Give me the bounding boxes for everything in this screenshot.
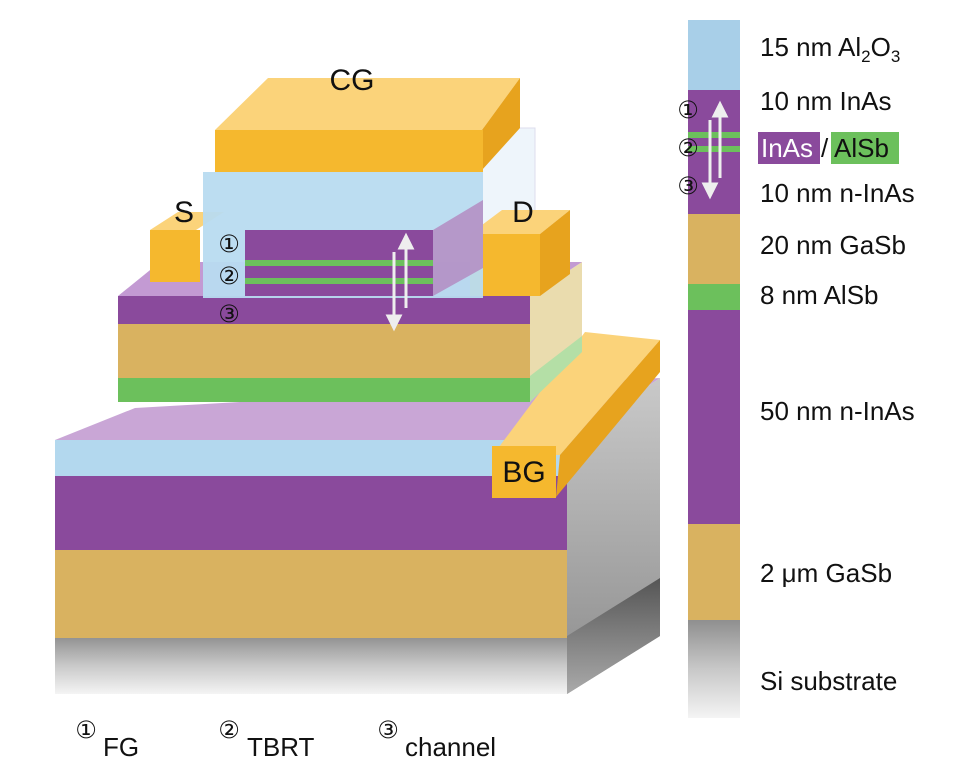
legend-text-fg: FG <box>103 732 139 762</box>
bottom-legend: ① FG ② TBRT ③ channel <box>75 716 496 762</box>
tunnel-arrows <box>385 232 415 332</box>
inas-stripe-1 <box>245 266 433 278</box>
legend-num-channel: ③ <box>377 716 399 744</box>
stack-si <box>688 620 740 718</box>
bg-top <box>493 332 660 455</box>
cg-top <box>215 78 520 130</box>
stack-gasb-2um <box>688 524 740 620</box>
stack-marker-3: ③ <box>677 172 699 200</box>
stack-gasb-20nm <box>688 214 740 284</box>
label-inas-10nm: 10 nm InAs <box>760 86 892 116</box>
label-gasb-2um: 2 μm GaSb <box>760 558 892 588</box>
label-gasb-20nm: 20 nm GaSb <box>760 230 906 260</box>
inas-10nm-front <box>118 296 530 324</box>
si-substrate-front <box>55 636 567 694</box>
legend-num-tbrt: ② <box>218 716 240 744</box>
label-inas-text: InAs <box>761 133 813 163</box>
stack-inas-mid <box>688 138 740 146</box>
alsb-stripe-1 <box>245 260 433 266</box>
legend-text-channel: channel <box>405 732 496 762</box>
substrate-block <box>55 378 660 694</box>
label-alsb-8nm: 8 nm AlSb <box>760 280 879 310</box>
label-sep: / <box>821 133 829 163</box>
mesa-side-green <box>530 336 582 402</box>
inas-stripe-2 <box>245 284 433 296</box>
bg-label: BG <box>502 456 545 489</box>
device-marker-1: ① <box>218 230 240 258</box>
bottom-side-si <box>567 578 660 694</box>
s-label: S <box>174 196 194 229</box>
al2o3-bottom-front <box>55 440 567 476</box>
bg-front <box>492 446 556 498</box>
label-si-substrate: Si substrate <box>760 666 897 696</box>
layer-stack-column: ① ② ③ <box>677 20 740 718</box>
legend-num-fg: ① <box>75 716 97 744</box>
s-front <box>150 230 200 282</box>
gasb-thick-front <box>55 548 567 638</box>
d-side <box>540 210 570 296</box>
stack-alsb-8nm <box>688 284 740 310</box>
label-n-inas-50nm: 50 nm n-InAs <box>760 396 915 426</box>
d-label: D <box>512 196 534 229</box>
gate-stack <box>203 172 483 332</box>
device-marker-3: ③ <box>218 300 240 328</box>
cg-front <box>215 130 483 172</box>
stack-side <box>433 200 483 296</box>
gasb-20nm-front <box>118 322 530 378</box>
stack-arrows <box>701 100 729 200</box>
stack-marker-2: ② <box>677 134 699 162</box>
bg-side <box>556 340 660 497</box>
legend-text-tbrt: TBRT <box>247 732 315 762</box>
cg-contact: CG <box>215 64 520 172</box>
stack-n-inas-50nm <box>688 310 740 524</box>
stack-alsb-2 <box>688 146 740 152</box>
stack-al2o3 <box>688 20 740 90</box>
d-top <box>470 210 570 234</box>
alsb-stripe-2 <box>245 278 433 284</box>
alsb-front <box>118 376 530 402</box>
stack-inas-10nm <box>688 90 740 132</box>
label-inas-bg <box>758 132 820 164</box>
stack-marker-1: ① <box>677 96 699 124</box>
cg-side <box>482 78 520 170</box>
stack-labels: 15 nm Al2O3 10 nm InAs InAs / AlSb 10 nm… <box>758 32 915 696</box>
stack-alsb-1 <box>688 132 740 138</box>
label-al2o3: 15 nm Al2O3 <box>760 32 900 66</box>
cg-label: CG <box>330 64 375 97</box>
label-alsb-text: AlSb <box>834 133 889 163</box>
device-marker-2: ② <box>218 262 240 290</box>
device-markers: ① ② ③ <box>218 230 240 328</box>
label-n-inas-10nm: 10 nm n-InAs <box>760 178 915 208</box>
bg-contact: BG <box>492 332 660 498</box>
label-alsb-bg <box>831 132 899 164</box>
inas-50nm-front <box>55 474 567 550</box>
